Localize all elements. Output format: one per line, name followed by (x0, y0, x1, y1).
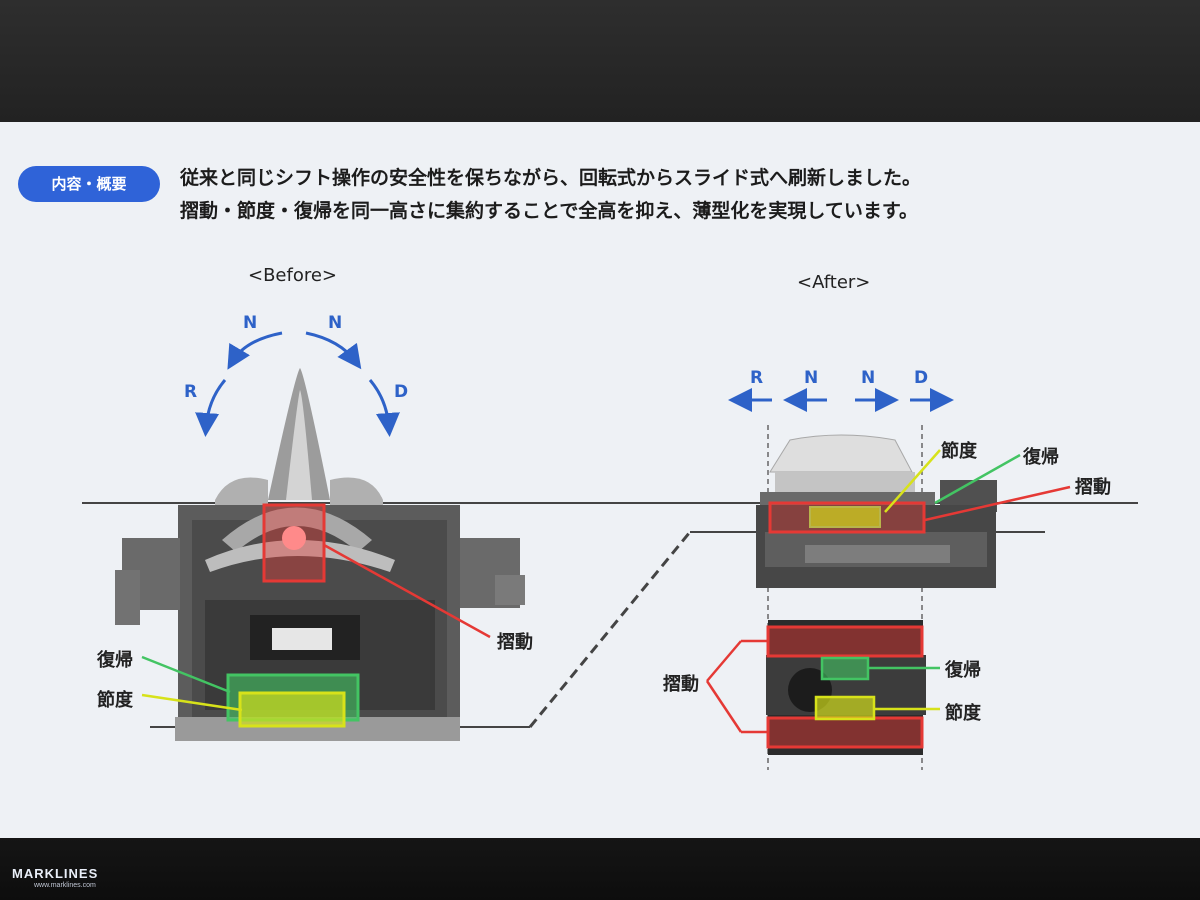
after-side-mechanism (756, 434, 997, 588)
after-dir-n-right: N (861, 368, 876, 388)
after-label-sliding-top: 摺動 (1075, 477, 1111, 498)
before-dir-d: D (394, 382, 409, 402)
before-arrow-n-left (227, 331, 283, 370)
after-detent-highlight-bottom (814, 695, 876, 721)
after-label-return-bottom: 復帰 (945, 660, 981, 681)
after-dir-r: R (750, 368, 764, 388)
after-label-sliding-bottom: 摺動 (663, 674, 699, 695)
after-return-highlight-bottom (820, 656, 870, 681)
before-dir-r: R (184, 382, 198, 402)
watermark-logo: MARKLINES (12, 866, 99, 881)
after-detent-highlight-top (809, 506, 881, 528)
description-line-1: 従来と同じシフト操作の安全性を保ちながら、回転式からスライド式へ刷新しました。 (180, 167, 922, 189)
before-label-return: 復帰 (97, 650, 133, 671)
summary-badge: 内容・概要 (18, 166, 160, 202)
after-dir-d: D (914, 368, 929, 388)
watermark-url: www.marklines.com (34, 882, 96, 889)
before-detent-highlight (238, 691, 346, 728)
before-arrow-r (195, 379, 227, 437)
after-sliding-highlight-lower (766, 716, 924, 749)
before-label-detent: 節度 (97, 690, 133, 711)
before-pivot (282, 526, 306, 550)
before-dir-n-left: N (243, 313, 258, 333)
after-label-detent-top: 節度 (941, 441, 977, 462)
before-dir-n-right: N (328, 313, 343, 333)
after-dir-n-left: N (804, 368, 819, 388)
after-title: <After> (797, 272, 871, 293)
before-arrow-d (368, 379, 400, 437)
after-label-detent-bottom: 節度 (945, 703, 981, 724)
before-label-sliding: 摺動 (497, 632, 533, 653)
before-arrow-n-right (305, 331, 362, 370)
height-reduction-dashed-line (528, 531, 692, 728)
after-label-return-top: 復帰 (1023, 447, 1059, 468)
after-sliding-highlight-upper (766, 625, 924, 658)
description-line-2: 摺動・節度・復帰を同一高さに集約することで全高を抑え、薄型化を実現しています。 (180, 200, 918, 222)
monitor-bezel-bottom (0, 838, 1200, 900)
monitor-bezel-top (0, 0, 1200, 122)
before-title: <Before> (248, 265, 338, 286)
